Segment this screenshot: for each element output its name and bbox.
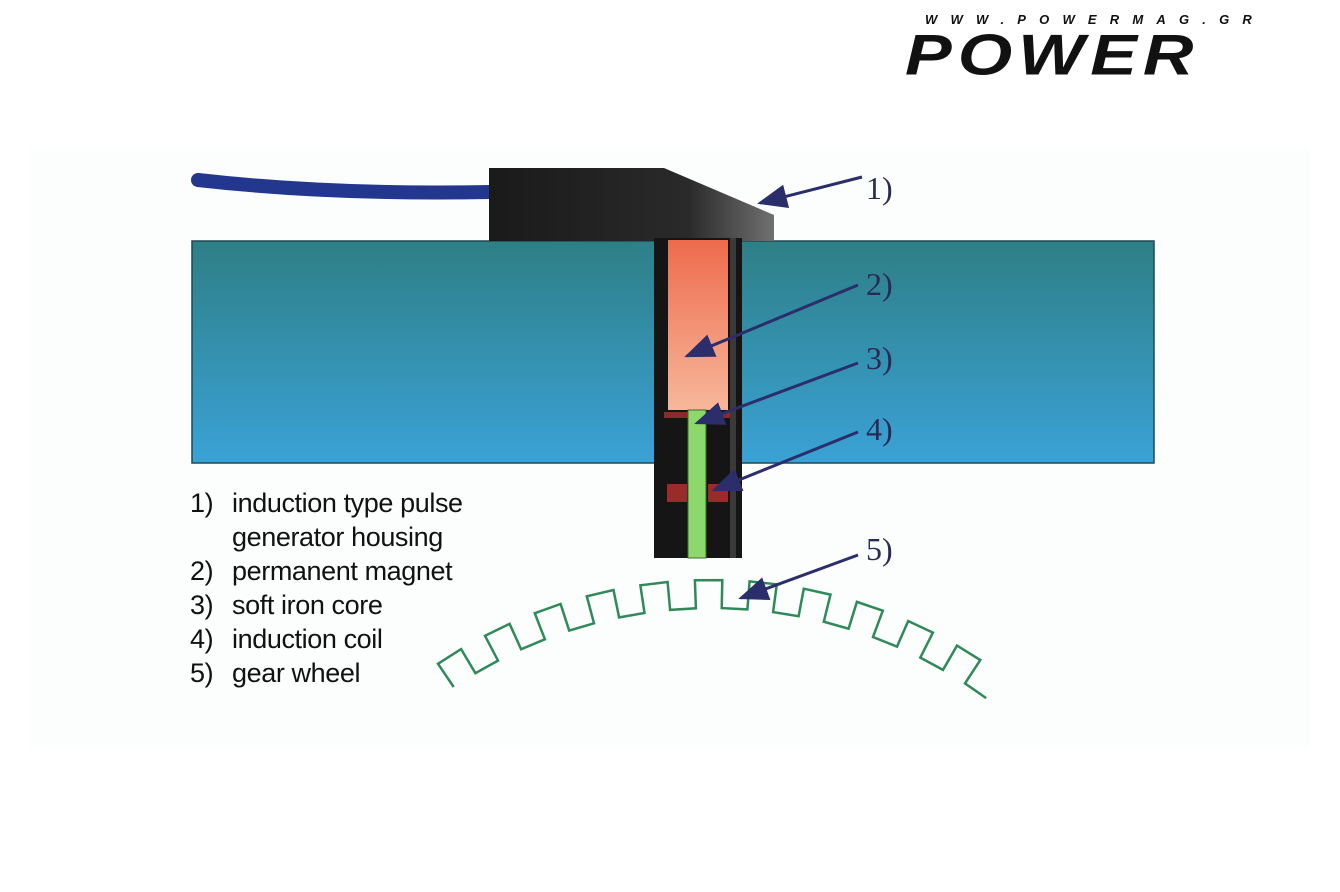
housing-stem-highlight (730, 238, 736, 558)
callout-label-2: 2) (866, 266, 893, 302)
callout-label-3: 3) (866, 340, 893, 376)
legend: 1) induction type pulse generator housin… (190, 486, 572, 690)
callout-label-1: 1) (866, 170, 893, 206)
legend-text: soft iron core (232, 590, 383, 620)
legend-item-coil: 4) induction coil (190, 622, 572, 656)
legend-number: 1) (190, 488, 214, 518)
callout-arrow-5 (738, 553, 859, 600)
soft-iron-core (687, 409, 707, 559)
brand-wordmark: POWER (905, 22, 1200, 87)
legend-number: 3) (190, 590, 214, 620)
legend-text: permanent magnet (232, 556, 453, 586)
gear-teeth-outline (436, 578, 987, 700)
generator-housing (489, 168, 774, 241)
legend-text: induction coil (232, 624, 383, 654)
legend-number: 2) (190, 556, 214, 586)
brand-logo: WWW.POWERMAG.GR POWER (905, 12, 1315, 92)
legend-text: induction type pulse generator housing (232, 488, 463, 552)
permanent-magnet (668, 240, 728, 410)
induction-coil-left (667, 484, 687, 502)
legend-number: 5) (190, 658, 214, 688)
callout-arrow-3 (694, 361, 859, 425)
callout-label-5: 5) (866, 531, 893, 567)
legend-item-magnet: 2) permanent magnet (190, 554, 572, 588)
legend-number: 4) (190, 624, 214, 654)
callout-arrow-1 (757, 175, 863, 208)
legend-item-housing: 1) induction type pulse generator housin… (190, 486, 572, 554)
legend-item-gear: 5) gear wheel (190, 656, 572, 690)
gear-wheel (436, 578, 987, 700)
brand-url: WWW.POWERMAG.GR (925, 12, 1266, 27)
legend-text: gear wheel (232, 658, 361, 688)
legend-item-core: 3) soft iron core (190, 588, 572, 622)
callout-arrow-4 (711, 430, 859, 492)
callout-arrow-2 (684, 283, 859, 358)
callout-label-4: 4) (866, 411, 893, 447)
sensor-cable (191, 173, 497, 200)
